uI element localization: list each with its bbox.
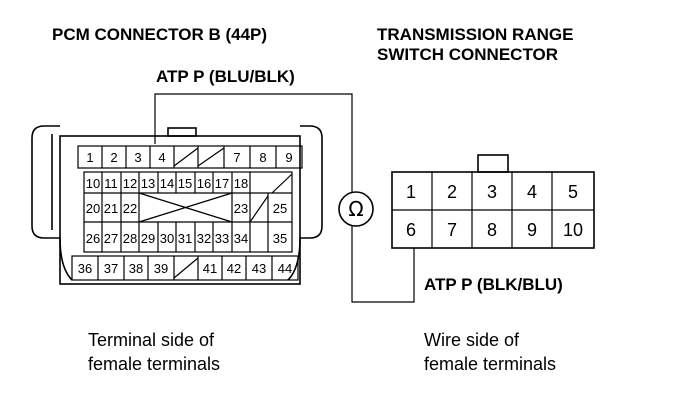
pcm-row-1: [77, 145, 303, 169]
pcm-pin-16: 16: [197, 176, 211, 191]
pcm-pin-33: 33: [215, 231, 229, 246]
trs-connector-title-line2: SWITCH CONNECTOR: [377, 45, 558, 64]
pcm-pin-3: 3: [134, 150, 141, 165]
ohm-symbol: Ω: [348, 197, 363, 221]
pcm-pin-1: 1: [86, 150, 93, 165]
pcm-pin-11: 11: [104, 176, 118, 191]
trs-pin-4: 4: [527, 182, 537, 202]
pcm-housing-right-clip: [300, 125, 323, 239]
trs-pin-3: 3: [487, 182, 497, 202]
caption-left-line1: Terminal side of: [88, 330, 215, 350]
pcm-connector: 1 2 3 4 7 8 9 10 11 12 13 14 15 16 17 18: [31, 125, 323, 285]
pcm-pin-17: 17: [215, 176, 229, 191]
test-lead-top-wire: [154, 93, 353, 192]
pcm-pin-7: 7: [233, 150, 240, 165]
trs-pin-7: 7: [447, 220, 457, 240]
pcm-pin-23: 23: [234, 201, 248, 216]
pcm-pin-19-empty: [271, 173, 293, 194]
trs-pin-8: 8: [487, 220, 497, 240]
pcm-housing-left-clip: [31, 125, 60, 239]
wire-label-top: ATP P (BLU/BLK): [156, 67, 295, 86]
pcm-pins-blank-cross-b: [138, 192, 233, 223]
pcm-pin-39: 39: [154, 261, 168, 276]
trs-connector-title-line1: TRANSMISSION RANGE: [377, 25, 573, 44]
caption-right-line2: female terminals: [424, 354, 556, 374]
trs-pin-2: 2: [447, 182, 457, 202]
ohmmeter-icon: [338, 191, 374, 227]
pcm-pin-31: 31: [178, 231, 192, 246]
pcm-pin-43: 43: [252, 261, 266, 276]
pcm-pin-4: 4: [158, 150, 165, 165]
pcm-housing-bottom-left: [59, 237, 73, 281]
pcm-pin-44: 44: [278, 261, 292, 276]
caption-left-line2: female terminals: [88, 354, 220, 374]
pcm-pin-26: 26: [86, 231, 100, 246]
pcm-pin-32: 32: [197, 231, 211, 246]
pcm-pin-27: 27: [104, 231, 118, 246]
pcm-pin-40-empty: [173, 257, 199, 279]
trs-pin-9: 9: [527, 220, 537, 240]
pcm-housing-key: [167, 127, 197, 137]
pcm-pin-13: 13: [141, 176, 155, 191]
pcm-pin-10: 10: [86, 176, 100, 191]
pcm-pin-6-empty: [197, 147, 225, 167]
pcm-pin-9: 9: [285, 150, 292, 165]
trs-pin-5: 5: [568, 182, 578, 202]
pcm-pin-18: 18: [234, 176, 248, 191]
pcm-pin-5-empty: [173, 147, 199, 167]
pcm-pin-30: 30: [160, 231, 174, 246]
pcm-pin-2: 2: [110, 150, 117, 165]
trs-pin-10: 10: [563, 220, 583, 240]
pcm-pin-36: 36: [78, 261, 92, 276]
test-lead-bottom-wire: [351, 226, 415, 303]
trs-pin-6: 6: [406, 220, 416, 240]
pcm-pin-41: 41: [203, 261, 217, 276]
pcm-pin-8: 8: [259, 150, 266, 165]
pcm-pin-14: 14: [160, 176, 174, 191]
pcm-pin-12: 12: [123, 176, 137, 191]
pcm-pin-42: 42: [227, 261, 241, 276]
wire-label-bottom: ATP P (BLK/BLU): [424, 275, 563, 294]
pcm-pin-22: 22: [123, 201, 137, 216]
pcm-pin-34: 34: [234, 231, 248, 246]
pcm-rows-2-4: [83, 171, 293, 253]
pcm-pin-25: 25: [273, 201, 287, 216]
trs-pin-1: 1: [406, 182, 416, 202]
pcm-connector-title: PCM CONNECTOR B (44P): [52, 25, 267, 44]
pcm-pin-37: 37: [104, 261, 118, 276]
pcm-pin-38: 38: [129, 261, 143, 276]
pcm-pin-29: 29: [141, 231, 155, 246]
caption-right-line1: Wire side of: [424, 330, 520, 350]
trs-connector: 1 2 3 4 5 6 7 8 9 10: [391, 154, 595, 249]
trs-connector-lock-tab: [477, 154, 509, 173]
pcm-pin-21: 21: [104, 201, 118, 216]
pcm-pin-35: 35: [273, 231, 287, 246]
pcm-row-5: [71, 255, 299, 281]
pcm-pin-28: 28: [123, 231, 137, 246]
pcm-pin-15: 15: [178, 176, 192, 191]
pcm-pin-24-empty: [249, 195, 269, 223]
pcm-pin-20: 20: [86, 201, 100, 216]
